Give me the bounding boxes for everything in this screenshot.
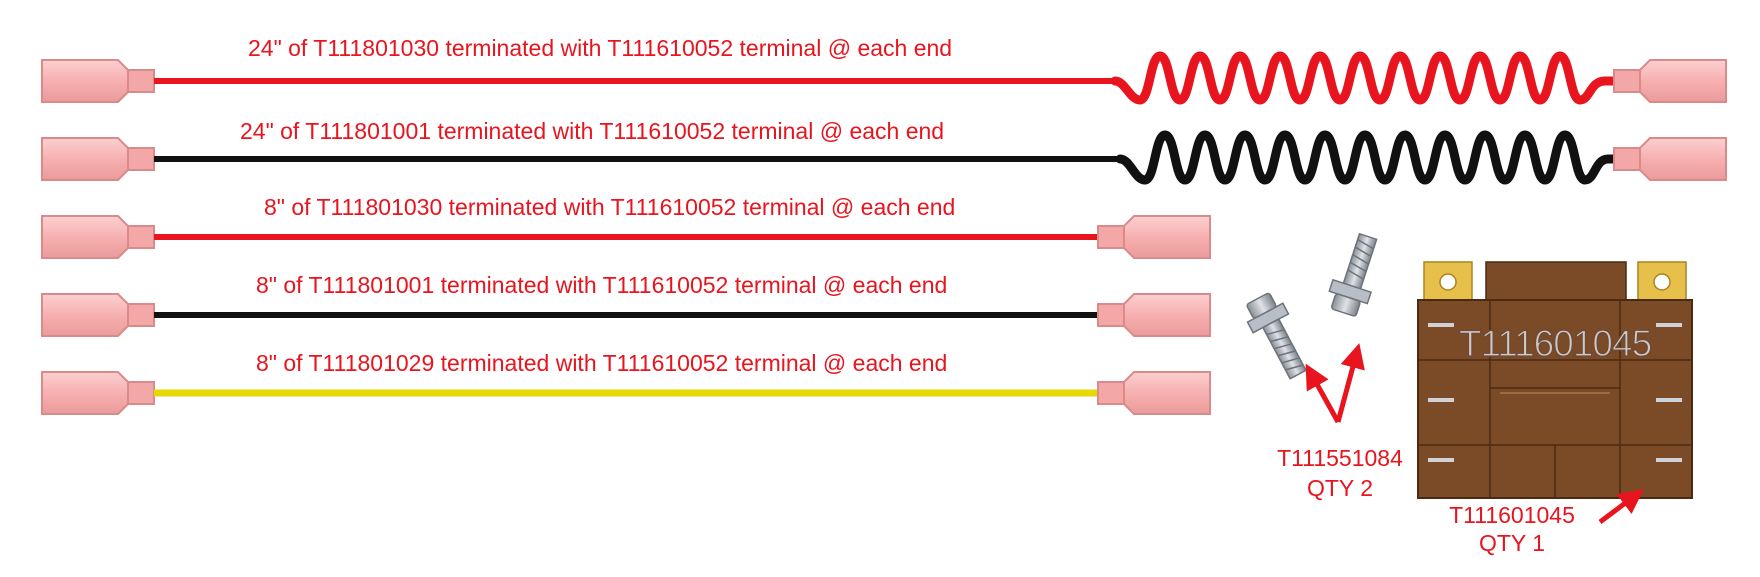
terminal-right (1097, 215, 1211, 259)
wire-1-coil (1110, 51, 1619, 105)
pointer-arrow (1305, 363, 1341, 424)
pointer-arrow (1598, 489, 1644, 524)
relay-quantity: QTY 1 (1479, 530, 1545, 556)
relay-part-number: T111601045 (1449, 502, 1575, 528)
screw-icon (1328, 232, 1378, 317)
terminal-right (1613, 59, 1727, 103)
screw-part-number: T111551084 (1277, 445, 1403, 471)
relay: T111601045 T111601045 QTY 1 (1417, 261, 1693, 556)
wire-2-label: 24" of T111801001 terminated with T11161… (240, 118, 944, 144)
terminal-left (41, 293, 155, 337)
wire-3-label: 8" of T111801030 terminated with T111610… (264, 194, 955, 220)
terminal-right (1097, 371, 1211, 415)
relay-marking: T111601045 (1459, 323, 1652, 364)
terminal-left (41, 59, 155, 103)
terminal-right (1097, 293, 1211, 337)
wire-2: 24" of T111801001 terminated with T11161… (41, 118, 1727, 185)
screws: T111551084 QTY 2 (1246, 232, 1403, 501)
screw-quantity: QTY 2 (1307, 475, 1373, 501)
wire-2-coil (1115, 130, 1619, 185)
screw-icon (1246, 292, 1308, 380)
terminal-left (41, 215, 155, 259)
pointer-arrow (1335, 343, 1365, 423)
wire-3: 8" of T111801030 terminated with T111610… (41, 194, 1211, 259)
wire-1-label: 24" of T111801030 terminated with T11161… (248, 35, 952, 61)
terminal-left (41, 371, 155, 415)
wire-1: 24" of T111801030 terminated with T11161… (41, 35, 1727, 105)
wire-4: 8" of T111801001 terminated with T111610… (41, 272, 1211, 337)
relay-pins (1428, 323, 1682, 462)
wire-5-label: 8" of T111801029 terminated with T111610… (256, 350, 947, 376)
terminal-right (1613, 137, 1727, 181)
wire-4-label: 8" of T111801001 terminated with T111610… (256, 272, 947, 298)
wire-5: 8" of T111801029 terminated with T111610… (41, 350, 1211, 415)
terminal-left (41, 137, 155, 181)
